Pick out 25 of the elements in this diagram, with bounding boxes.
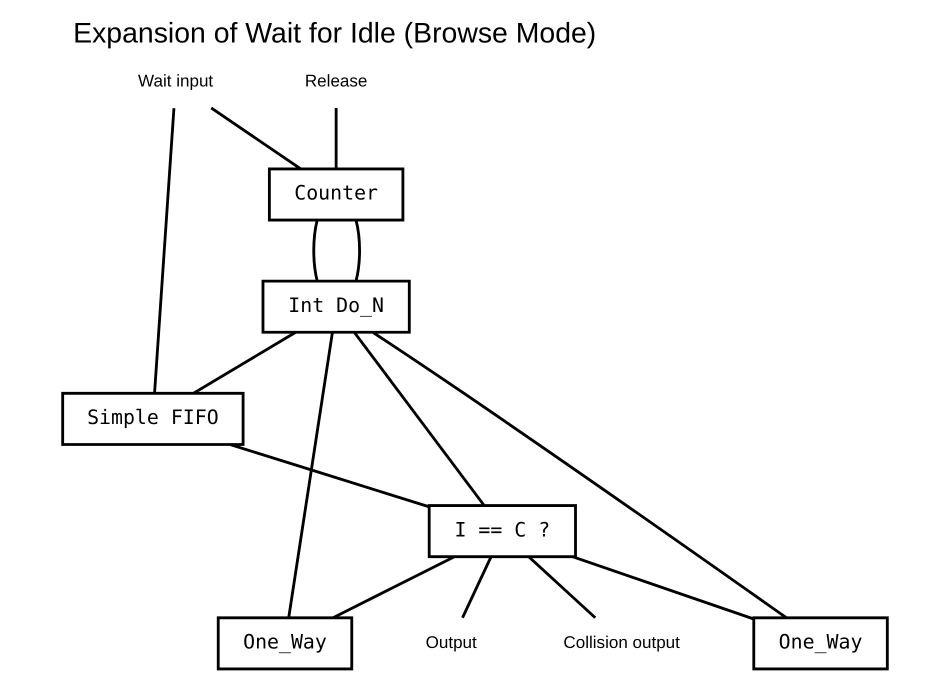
connector bbox=[286, 332, 334, 618]
node-box: Simple FIFO bbox=[60, 392, 244, 446]
node-box: Int Do_N bbox=[261, 280, 410, 334]
connector bbox=[152, 108, 175, 393]
node-box: One_Way bbox=[216, 616, 353, 670]
connector bbox=[527, 556, 596, 619]
connector bbox=[572, 556, 754, 620]
connector bbox=[352, 332, 484, 506]
node-text: Collision output bbox=[562, 632, 680, 652]
node-text: Output bbox=[425, 632, 476, 652]
node-box: One_Way bbox=[752, 616, 888, 670]
connector bbox=[192, 331, 296, 395]
connector bbox=[334, 108, 338, 169]
diagram-title: Expansion of Wait for Idle (Browse Mode) bbox=[72, 17, 596, 50]
connector bbox=[372, 331, 787, 619]
connector bbox=[312, 220, 318, 282]
connector bbox=[460, 556, 492, 618]
node-box: Counter bbox=[267, 167, 404, 222]
connector bbox=[332, 556, 454, 620]
node-text: Wait input bbox=[138, 72, 213, 91]
connector bbox=[354, 220, 360, 282]
node-box: I == C ? bbox=[427, 504, 576, 558]
connector bbox=[230, 443, 429, 508]
connector bbox=[210, 106, 301, 170]
node-text: Release bbox=[304, 72, 367, 91]
